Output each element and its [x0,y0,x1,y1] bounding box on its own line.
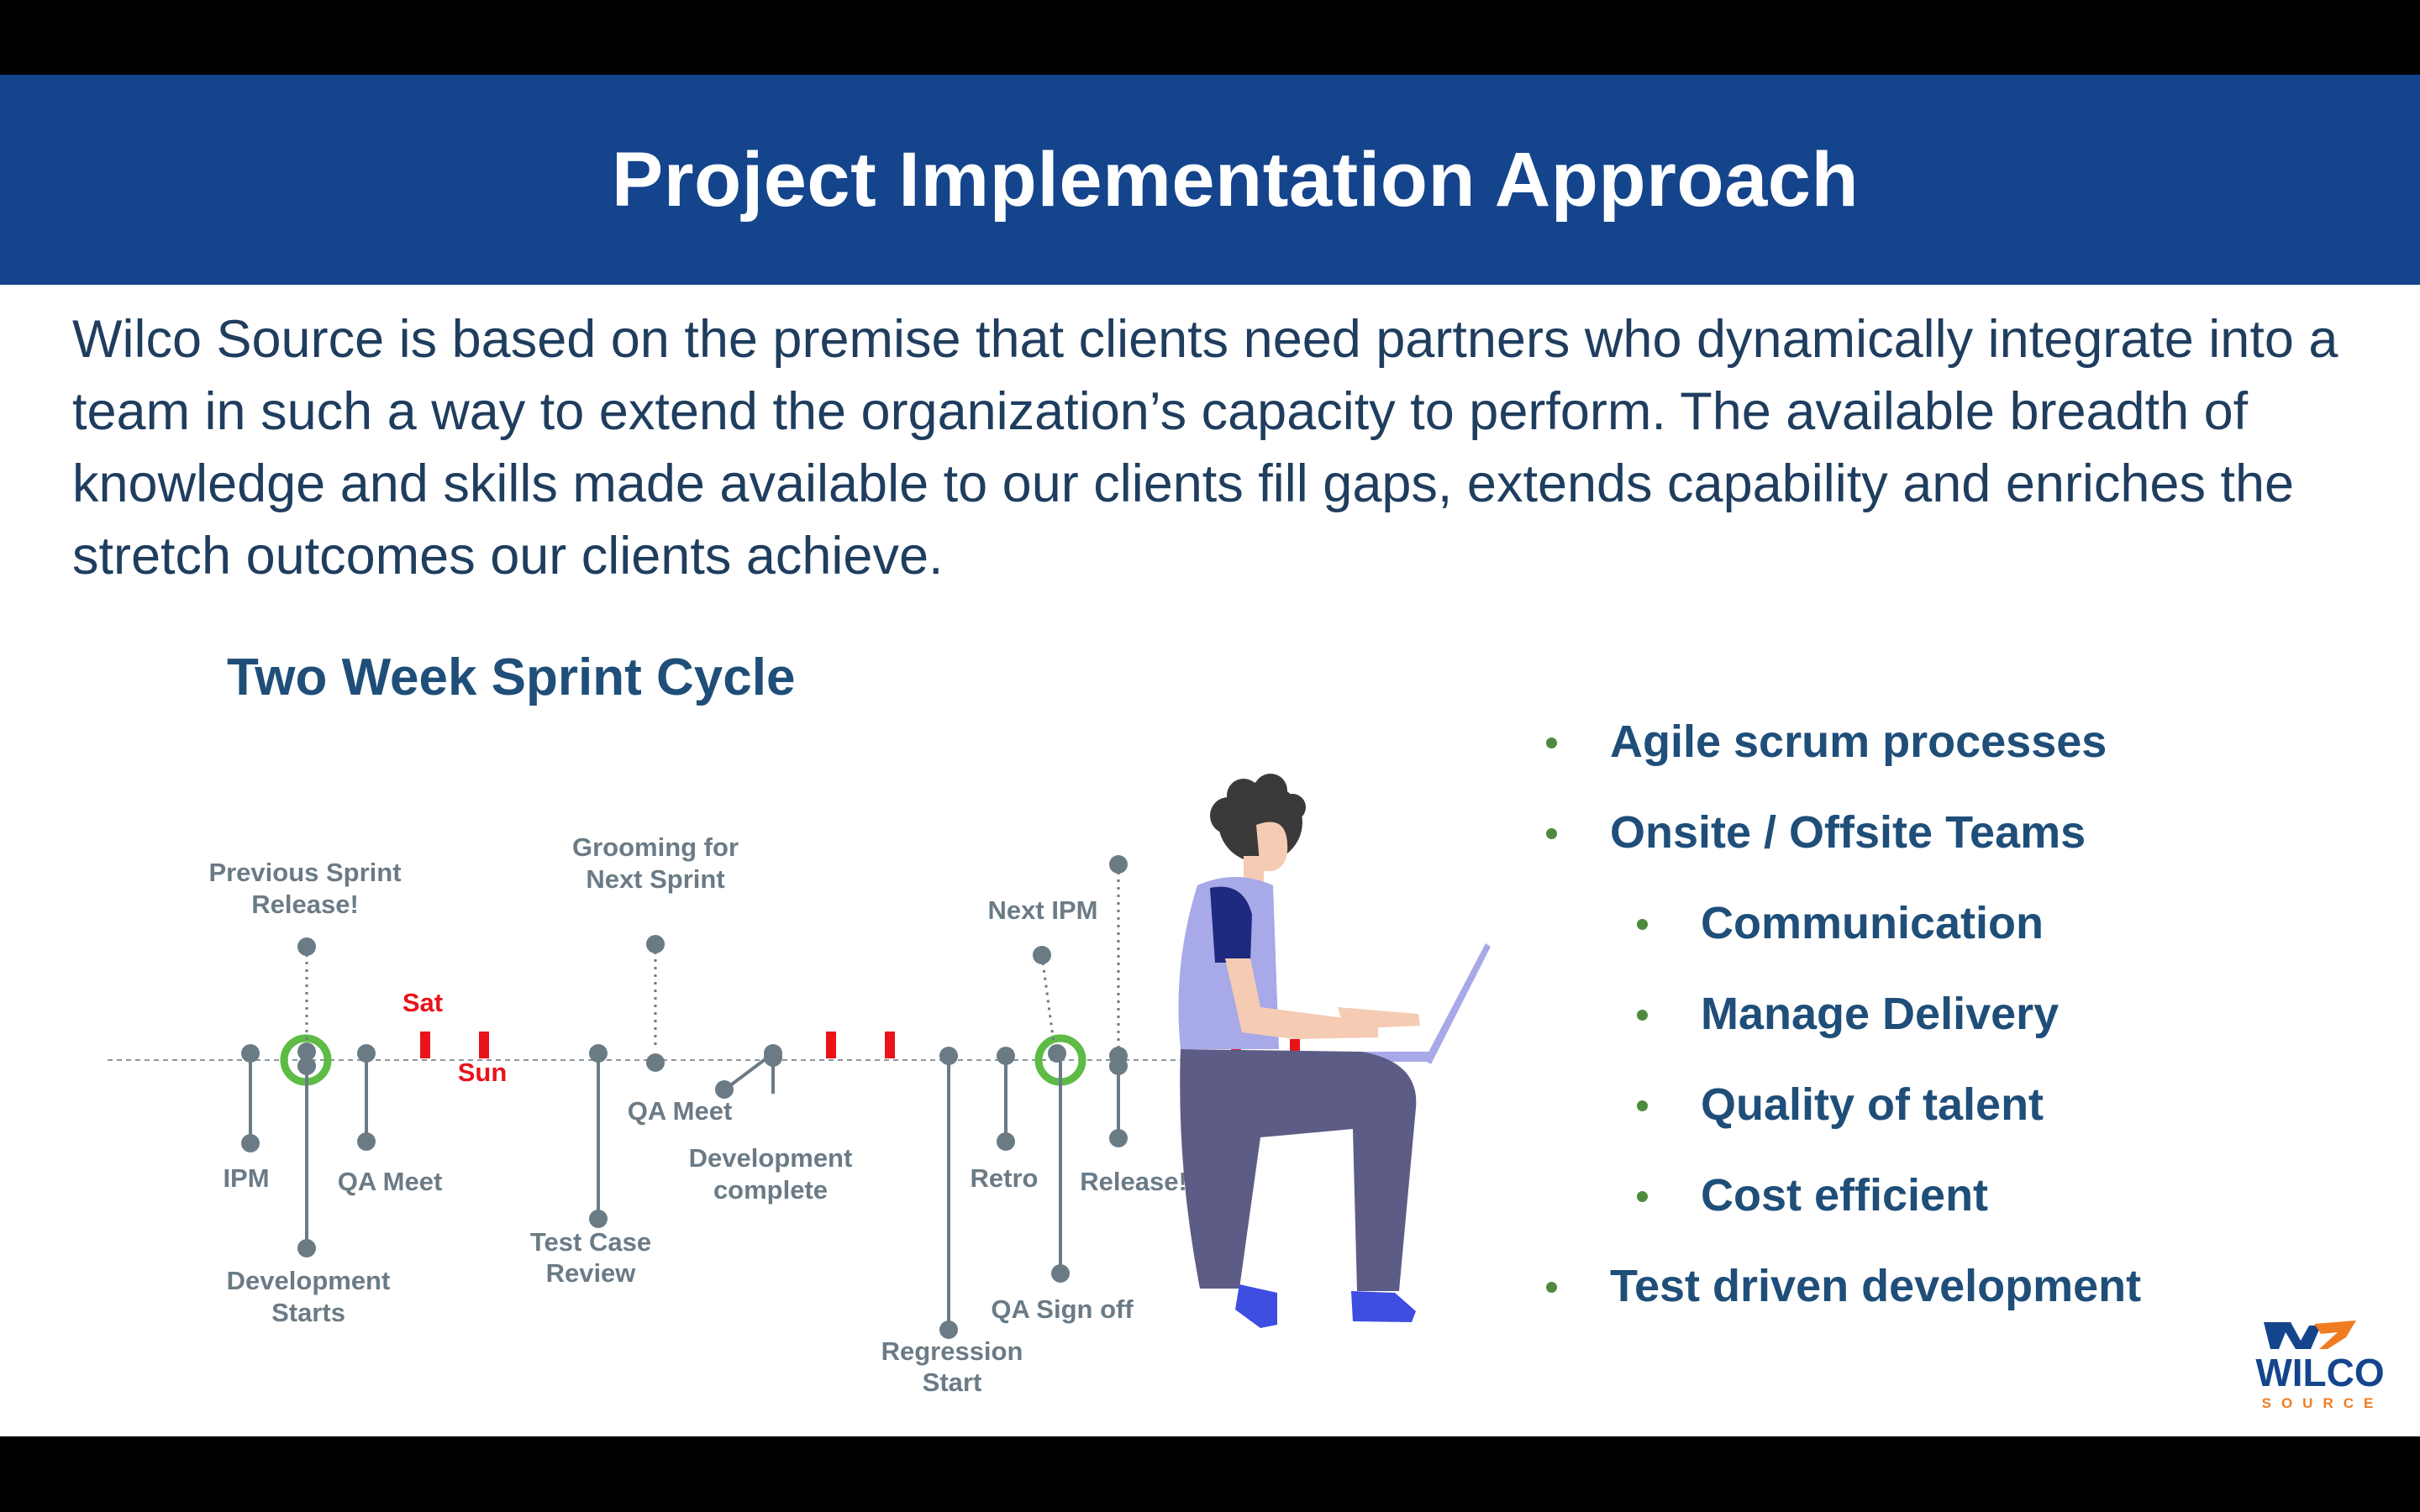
bullet-item: Test driven development [1534,1241,2141,1331]
label-test-case-review: Test Case [530,1227,651,1257]
label-previous-sprint-release-2: Release! [251,890,359,919]
weekend-marker [420,1032,430,1058]
sub-bullet-item: Cost efficient [1625,1150,2141,1241]
label-development-complete-2: complete [713,1175,828,1205]
bullet-text: Manage Delivery [1701,989,2060,1039]
sprint-timeline: Previous Sprint Release! Grooming for Ne… [108,774,1491,1397]
person-with-laptop-illustration [1178,774,1491,1328]
weekend-marker [885,1032,895,1058]
bullet-dot-icon [1637,1100,1648,1111]
logo-swoosh-icon [2314,1320,2356,1349]
label-sun: Sun [458,1058,508,1087]
logo-w-icon [2264,1322,2321,1349]
bullet-item: Onsite / Offsite Teams [1534,787,2141,878]
bullet-item: Agile scrum processes [1534,696,2141,787]
label-qa-meet-2: QA Meet [628,1096,733,1126]
bullet-dot-icon [1637,919,1648,930]
label-qa-meet: QA Meet [338,1167,443,1196]
label-regression-start-2: Start [923,1368,982,1397]
label-retro: Retro [971,1163,1039,1193]
bullet-text: Agile scrum processes [1610,717,2107,767]
label-sat: Sat [402,988,443,1017]
bullet-text: Cost efficient [1701,1170,1989,1221]
weekend-marker [826,1032,836,1058]
bullet-text: Communication [1701,898,2044,948]
label-release: Release! [1080,1167,1187,1196]
label-ipm: IPM [223,1163,269,1193]
bullet-text: Test driven development [1610,1261,2142,1311]
label-development-starts-2: Starts [271,1298,345,1327]
weekend-marker [479,1032,489,1058]
label-grooming-2: Next Sprint [586,864,724,894]
slide-title: Project Implementation Approach [611,136,1860,223]
bullet-dot-icon [1546,738,1557,748]
sub-bullet-item: Quality of talent [1625,1059,2141,1150]
bullet-dot-icon [1637,1191,1648,1202]
bullet-dot-icon [1637,1010,1648,1021]
title-bar: Project Implementation Approach [0,75,2420,285]
benefits-list: Agile scrum processes Onsite / Offsite T… [1534,696,2141,1331]
bullet-text: Onsite / Offsite Teams [1610,807,2086,858]
timeline-dots [241,855,1128,1339]
label-test-case-review-2: Review [546,1258,637,1288]
bullet-dot-icon [1546,1282,1557,1293]
label-qa-sign-off: QA Sign off [991,1294,1134,1324]
bullet-text: Quality of talent [1701,1079,2044,1130]
label-regression-start: Regression [881,1336,1023,1366]
sub-bullet-item: Communication [1625,878,2141,969]
intro-paragraph: Wilco Source is based on the premise tha… [72,310,2338,585]
label-development-starts: Development [227,1266,391,1295]
label-previous-sprint-release: Previous Sprint [208,858,401,887]
label-grooming: Grooming for [572,832,739,862]
sub-bullet-item: Manage Delivery [1625,969,2141,1059]
logo-wordmark: WILCO [2255,1351,2384,1394]
wilco-source-logo: WILCO SOURCE [2255,1320,2385,1411]
logo-subtitle: SOURCE [2262,1395,2384,1411]
label-next-ipm: Next IPM [988,895,1098,925]
timeline-dotted-stems [305,864,1120,1050]
label-development-complete: Development [689,1143,853,1173]
sprint-cycle-heading: Two Week Sprint Cycle [227,648,796,706]
timeline-stems [249,1052,1120,1330]
slide: Project Implementation Approach Wilco So… [0,75,2420,1436]
bullet-dot-icon [1546,828,1557,839]
